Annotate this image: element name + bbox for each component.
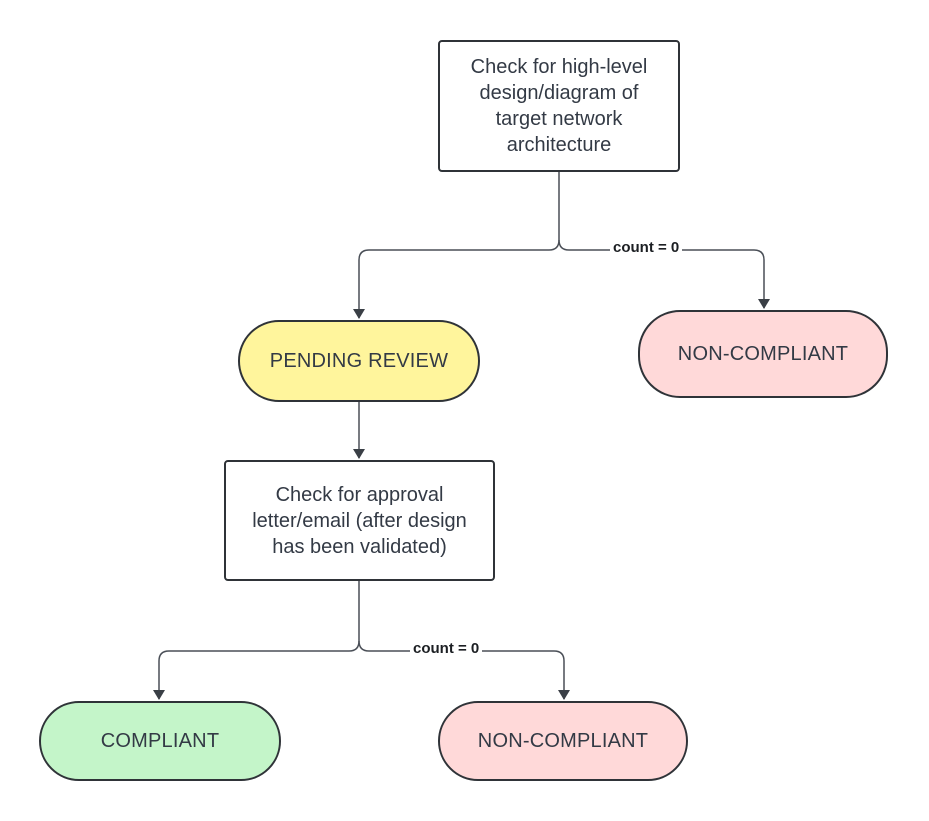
- edge-label-count-zero-1: count = 0: [610, 239, 683, 257]
- node-compliant-text: COMPLIANT: [100, 729, 220, 752]
- node-compliant: COMPLIANT: [39, 701, 281, 781]
- node-check-design-text: Check for high-level design/diagram of t…: [470, 56, 648, 156]
- node-non-compliant-2: NON-COMPLIANT: [438, 701, 688, 781]
- node-check-approval-text: Check for approval letter/email (after d…: [252, 483, 467, 558]
- node-non-compliant-1-text: NON-COMPLIANT: [677, 342, 849, 365]
- connector-approval-to-noncompliant: [358, 640, 570, 700]
- node-pending-review-text: PENDING REVIEW: [269, 349, 449, 372]
- edge-label-count-zero-2: count = 0: [410, 640, 483, 658]
- node-pending-review: PENDING REVIEW: [238, 320, 480, 402]
- connector-approval-to-compliant: [153, 580, 360, 700]
- connector-design-to-noncompliant: [558, 239, 770, 309]
- node-check-approval: Check for approval letter/email (after d…: [224, 460, 495, 581]
- connector-design-to-pending: [353, 172, 560, 319]
- node-non-compliant-1: NON-COMPLIANT: [638, 310, 888, 398]
- node-check-design: Check for high-level design/diagram of t…: [438, 40, 680, 172]
- node-non-compliant-2-text: NON-COMPLIANT: [477, 729, 649, 752]
